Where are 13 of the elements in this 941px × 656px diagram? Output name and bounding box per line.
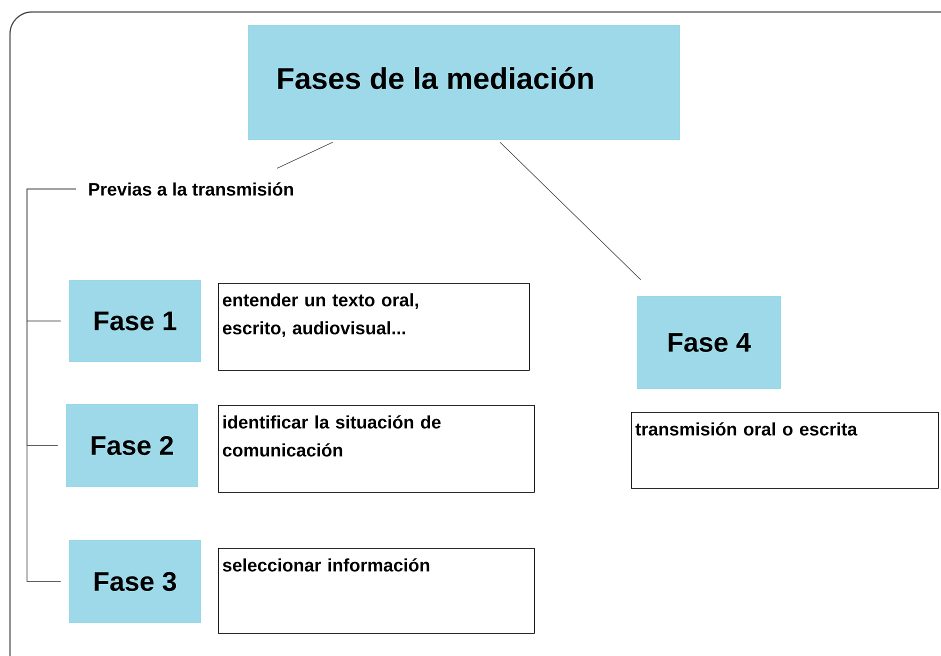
description-box: identificar la situación de comunicación (218, 405, 535, 493)
description-box: entender un texto oral, escrito, audiovisual... (218, 283, 530, 371)
branch-label: Previas a la transmisión (89, 182, 293, 196)
phase-box: Fase 2 (66, 404, 198, 487)
heading-box: Fases de la mediación (248, 25, 680, 140)
phase-box: Fase 1 (69, 280, 201, 362)
connector-line (500, 142, 642, 280)
phase-box: Fase 4 (637, 296, 782, 389)
description-box: transmisión oral o escrita (631, 412, 939, 489)
connector-line (276, 142, 334, 169)
connector-line (26, 188, 76, 582)
description-box: seleccionar información (218, 548, 535, 634)
phase-box: Fase 3 (69, 540, 201, 623)
